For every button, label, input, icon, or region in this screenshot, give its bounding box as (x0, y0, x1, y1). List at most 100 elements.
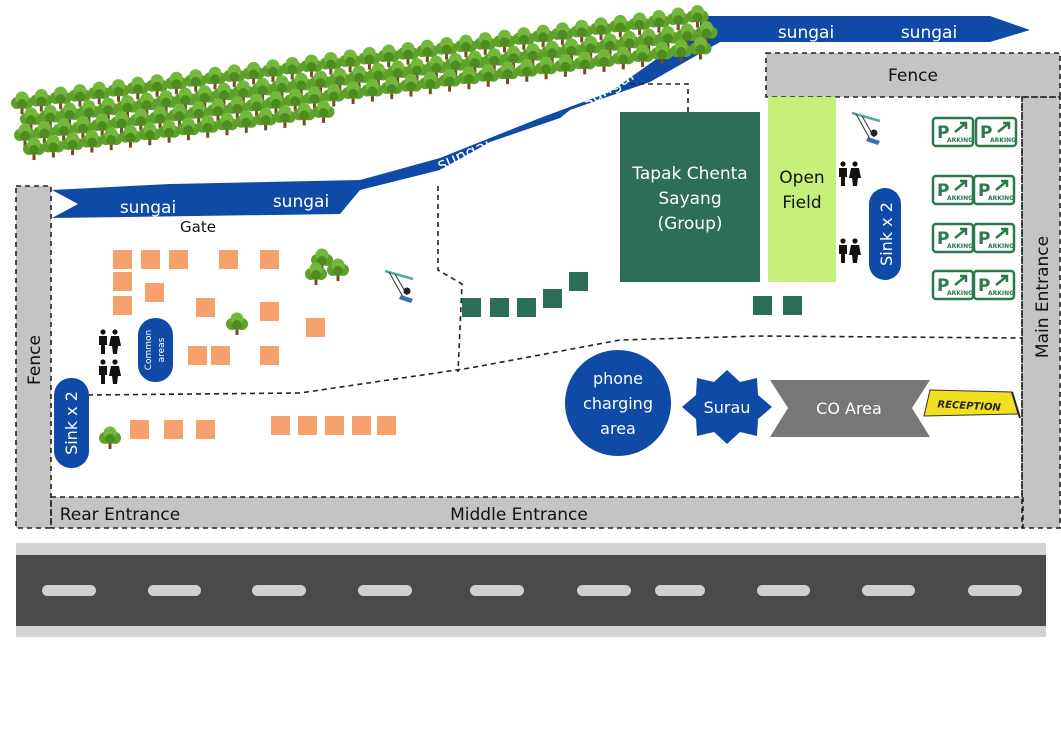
road-dash (757, 585, 810, 596)
river-shape (52, 16, 1030, 218)
middle-entrance-label: Middle Entrance (450, 505, 588, 525)
parking-sign-letter: P (937, 276, 949, 296)
open-field-label-line: Field (782, 193, 821, 213)
phone-charging-shape[interactable] (565, 350, 671, 456)
toilet-icon (99, 359, 121, 384)
green-tent[interactable] (783, 296, 802, 315)
surau-label: Surau (704, 398, 751, 417)
toilet-icon (839, 238, 861, 263)
road-dash (42, 585, 96, 596)
orange-tent[interactable] (377, 416, 396, 435)
parking-sign-word: ARKING (988, 243, 1014, 250)
orange-tent[interactable] (113, 296, 132, 315)
walls (16, 53, 1060, 528)
tree-icon (99, 426, 121, 449)
green-tent[interactable] (753, 296, 772, 315)
phone-label-line: phone (593, 369, 643, 388)
orange-tent[interactable] (298, 416, 317, 435)
river-label: sungai (273, 192, 329, 212)
green-tent[interactable] (517, 298, 536, 317)
parking-sign-letter: P (978, 181, 990, 201)
reception-label: RECEPTION (937, 399, 1002, 413)
orange-tent[interactable] (260, 250, 279, 269)
orange-tent[interactable] (196, 298, 215, 317)
green-tent[interactable] (462, 298, 481, 317)
orange-tent[interactable] (306, 318, 325, 337)
parking-arrow-icon (954, 227, 968, 239)
orange-tent[interactable] (219, 250, 238, 269)
parking-sign-word: ARKING (947, 195, 973, 202)
parking-arrow-icon (995, 179, 1009, 191)
orange-tent[interactable] (188, 346, 207, 365)
common-areas-label-line: areas (157, 337, 167, 362)
road-dashes (42, 585, 1022, 596)
co-area-label: CO Area (816, 399, 882, 418)
toilet-icon (839, 161, 861, 186)
tree-icon (226, 312, 248, 335)
orange-tent[interactable] (164, 420, 183, 439)
sink-left-shape[interactable] (54, 378, 89, 468)
parking-arrow-icon (954, 274, 968, 286)
road-shoulder-top (16, 543, 1046, 555)
parking-sign-word: ARKING (947, 290, 973, 297)
orange-tent[interactable] (352, 416, 371, 435)
road-dash (577, 585, 631, 596)
parking-arrow-icon (997, 121, 1011, 133)
reception-sign[interactable] (923, 389, 1021, 419)
orange-tent[interactable] (145, 283, 164, 302)
orange-tent[interactable] (211, 346, 230, 365)
parking-sign-word: ARKING (988, 290, 1014, 297)
road-dash (862, 585, 915, 596)
open-field-label-line: Open (779, 168, 824, 188)
tapak-chenta-sayang-zone[interactable] (620, 112, 760, 282)
phone-label-line: charging (583, 394, 653, 413)
orange-tent[interactable] (130, 420, 149, 439)
co-area-shape[interactable] (770, 380, 930, 437)
green-tent[interactable] (569, 272, 588, 291)
parking-sign-letter: P (980, 123, 992, 143)
sink-right-shape[interactable] (869, 188, 901, 280)
orange-tent[interactable] (113, 250, 132, 269)
surau-shape[interactable] (682, 370, 772, 444)
parking-sign-letter: P (937, 181, 949, 201)
river-label: sungai (778, 23, 834, 43)
road-dash (252, 585, 306, 596)
river-label: sungai (434, 135, 494, 175)
parking-arrow-icon (954, 121, 968, 133)
orange-tent[interactable] (169, 250, 188, 269)
tree-icon (305, 262, 327, 285)
gate-label: Gate (180, 218, 216, 236)
orange-tent[interactable] (196, 420, 215, 439)
road-dash (968, 585, 1022, 596)
green-tent[interactable] (490, 298, 509, 317)
orange-tent[interactable] (271, 416, 290, 435)
orange-tent[interactable] (260, 302, 279, 321)
orange-tent[interactable] (113, 272, 132, 291)
sink-right-label: Sink x 2 (877, 202, 896, 266)
road-dash (470, 585, 524, 596)
parking-sign-word: ARKING (988, 195, 1014, 202)
orange-tent[interactable] (260, 346, 279, 365)
road-shoulder-bottom (16, 626, 1046, 637)
common-areas-shape[interactable] (138, 318, 173, 382)
green-tent[interactable] (543, 289, 562, 308)
river (52, 16, 1030, 218)
road-dash (655, 585, 705, 596)
orange-tent[interactable] (325, 416, 344, 435)
orange-tent[interactable] (141, 250, 160, 269)
road-dash (358, 585, 412, 596)
fence-top-bar (766, 53, 1060, 97)
tapak-label-line: (Group) (657, 214, 722, 234)
parking-arrow-icon (995, 227, 1009, 239)
open-field-zone[interactable] (768, 97, 836, 282)
toilet-icon (99, 329, 121, 354)
fence-top-label: Fence (888, 66, 938, 86)
